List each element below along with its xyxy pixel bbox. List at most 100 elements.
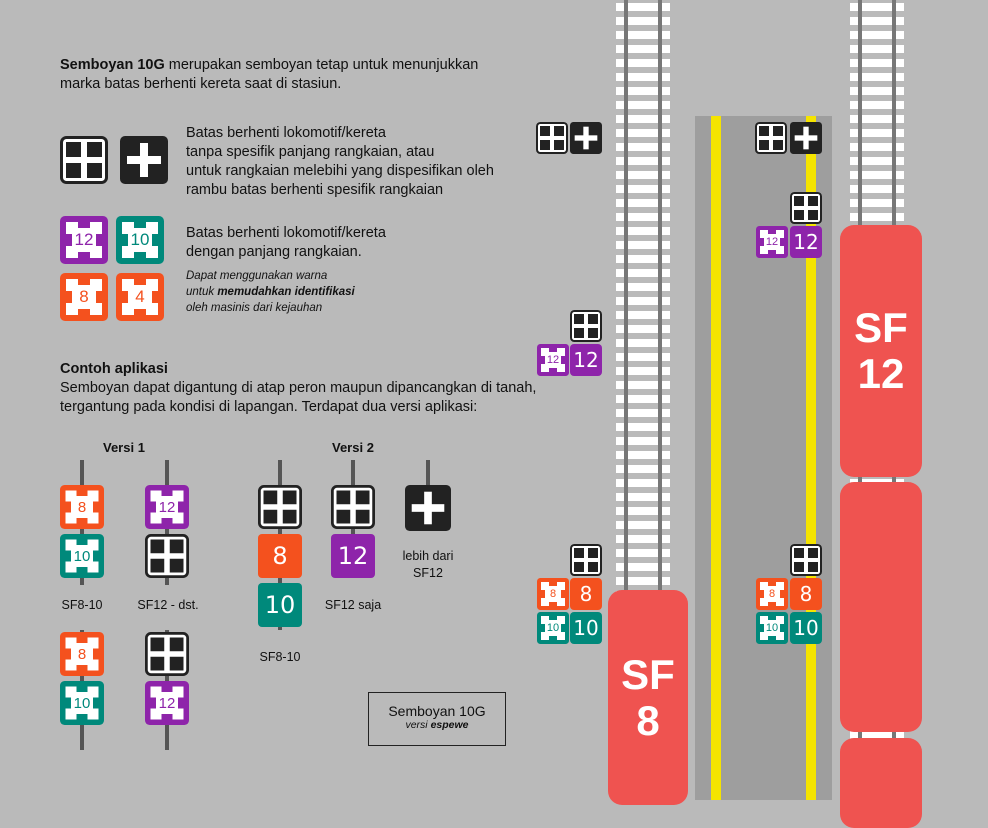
train-sf12-car3 [840,738,922,828]
platform-yellow-line-right [806,116,816,800]
sign-8-label: 8 [79,287,89,306]
cross-solid-sign [790,122,822,154]
plate-8-orange: 8 [570,578,602,610]
caption-sf12-dst: SF12 - dst. [137,598,199,612]
cross-outline-sign [258,485,302,529]
sign-8-orange: 8 [756,578,788,610]
train-sf8: SF 8 [608,590,688,805]
sign-label: 10 [73,547,91,565]
plate-12-purple: 12 [790,226,822,258]
sign-8-orange: 8 [60,632,104,676]
caption-sf8-10-v2: SF8-10 [259,650,301,664]
cross-outline-sign [790,192,822,224]
sign-12-purple: 12 [145,681,189,725]
version1-label: Versi 1 [103,440,145,455]
caption-lebih1: lebih dari [402,549,454,563]
desc2-line1: Batas berhenti lokomotif/kereta [186,225,386,241]
credit-title: Semboyan 10G [388,703,486,719]
plate-10-teal: 10 [790,612,822,644]
sign-label: 8 [77,498,87,516]
application-line2: tergantung pada kondisi di lapangan. Ter… [60,399,478,415]
sign-10-teal: 10 [60,534,104,578]
sign-10-teal: 10 [116,216,164,264]
desc1-line4: rambu batas berhenti spesifik rangkaian [186,182,444,198]
plate-8-orange: 8 [790,578,822,610]
sign-10-label: 10 [130,230,150,249]
sign-12-purple: 12 [60,216,108,264]
sign-8-orange: 8 [60,273,108,321]
plate-12-purple: 12 [331,534,375,578]
cross-outline-sign [755,122,787,154]
train-sf12-label-b: 12 [857,350,905,397]
cross-solid-sign [120,136,168,184]
application-line1: Semboyan dapat digantung di atap peron m… [60,380,537,396]
cross-outline-sign [60,136,108,184]
sign-label: 12 [158,694,176,712]
note-line2a: untuk [186,286,218,298]
credit-box: Semboyan 10G versi espewe [368,692,506,746]
note-line1: Dapat menggunakan warna [186,270,328,282]
sign-label: 12 [158,498,176,516]
version2-label: Versi 2 [332,440,374,455]
sign-4-label: 4 [135,287,145,306]
sign-4-orange: 4 [116,273,164,321]
plate-8-orange: 8 [258,534,302,578]
caption-sf8-10: SF8-10 [61,598,103,612]
application-title: Contoh aplikasi [60,361,168,377]
desc2-line2: dengan panjang rangkaian. [186,244,362,260]
plate-10-teal: 10 [258,583,302,627]
sign-label: 8 [77,645,87,663]
caption-lebih-dari: lebih dari SF12 [390,548,466,582]
credit-sub-a: versi [405,719,431,731]
cross-outline-sign [145,534,189,578]
cross-solid-sign [570,122,602,154]
cross-solid-sign [405,485,451,531]
train-sf12-label-a: SF [854,304,908,351]
sign-8-orange: 8 [537,578,569,610]
intro-line2: marka batas berhenti kereta saat di stas… [60,76,342,92]
sign-label: 10 [765,622,779,634]
desc1-line3: untuk rangkaian melebihi yang dispesifik… [186,163,494,179]
sign-8-orange: 8 [60,485,104,529]
sign-label: 10 [546,622,560,634]
caption-sf12-saja: SF12 saja [324,598,382,612]
sign-label: 12 [765,236,779,248]
credit-sub-b: espewe [430,719,469,731]
note-line3: oleh masinis dari kejauhan [186,302,323,314]
sign-12-purple: 12 [756,226,788,258]
note: Dapat menggunakan warna untuk memudahkan… [186,268,486,316]
plate-12-purple: 12 [570,344,602,376]
note-line2b: memudahkan identifikasi [217,286,355,298]
sign-10-teal: 10 [60,681,104,725]
caption-lebih2: SF12 [413,566,443,580]
cross-outline-sign [790,544,822,576]
cross-outline-sign [331,485,375,529]
train-sf12-car2 [840,482,922,732]
cross-outline-sign [570,544,602,576]
cross-outline-sign [536,122,568,154]
plate-10-teal: 10 [570,612,602,644]
platform-yellow-line-left [711,116,721,800]
train-sf8-label-a: SF [621,650,675,698]
sign-label: 10 [73,694,91,712]
desc2: Batas berhenti lokomotif/kereta dengan p… [186,224,546,262]
desc1: Batas berhenti lokomotif/kereta tanpa sp… [186,124,546,200]
intro-title: Semboyan 10G [60,57,165,73]
cross-outline-sign [570,310,602,342]
train-sf8-label-b: 8 [636,696,660,744]
sign-label: 8 [549,588,557,600]
sign-10-teal: 10 [537,612,569,644]
desc1-line2: tanpa spesifik panjang rangkaian, atau [186,144,435,160]
cross-outline-sign [145,632,189,676]
train-sf12-car1: SF 12 [840,225,922,477]
left-rail-b [658,0,662,800]
sign-label: 12 [546,354,560,366]
application-text: Contoh aplikasi Semboyan dapat digantung… [60,360,560,417]
intro-rest: merupakan semboyan tetap untuk menunjukk… [164,57,479,73]
sign-12-purple: 12 [145,485,189,529]
sign-12-purple: 12 [537,344,569,376]
intro-text: Semboyan 10G merupakan semboyan tetap un… [60,56,540,94]
left-rail-a [624,0,628,800]
sign-label: 8 [768,588,776,600]
desc1-line1: Batas berhenti lokomotif/kereta [186,125,386,141]
